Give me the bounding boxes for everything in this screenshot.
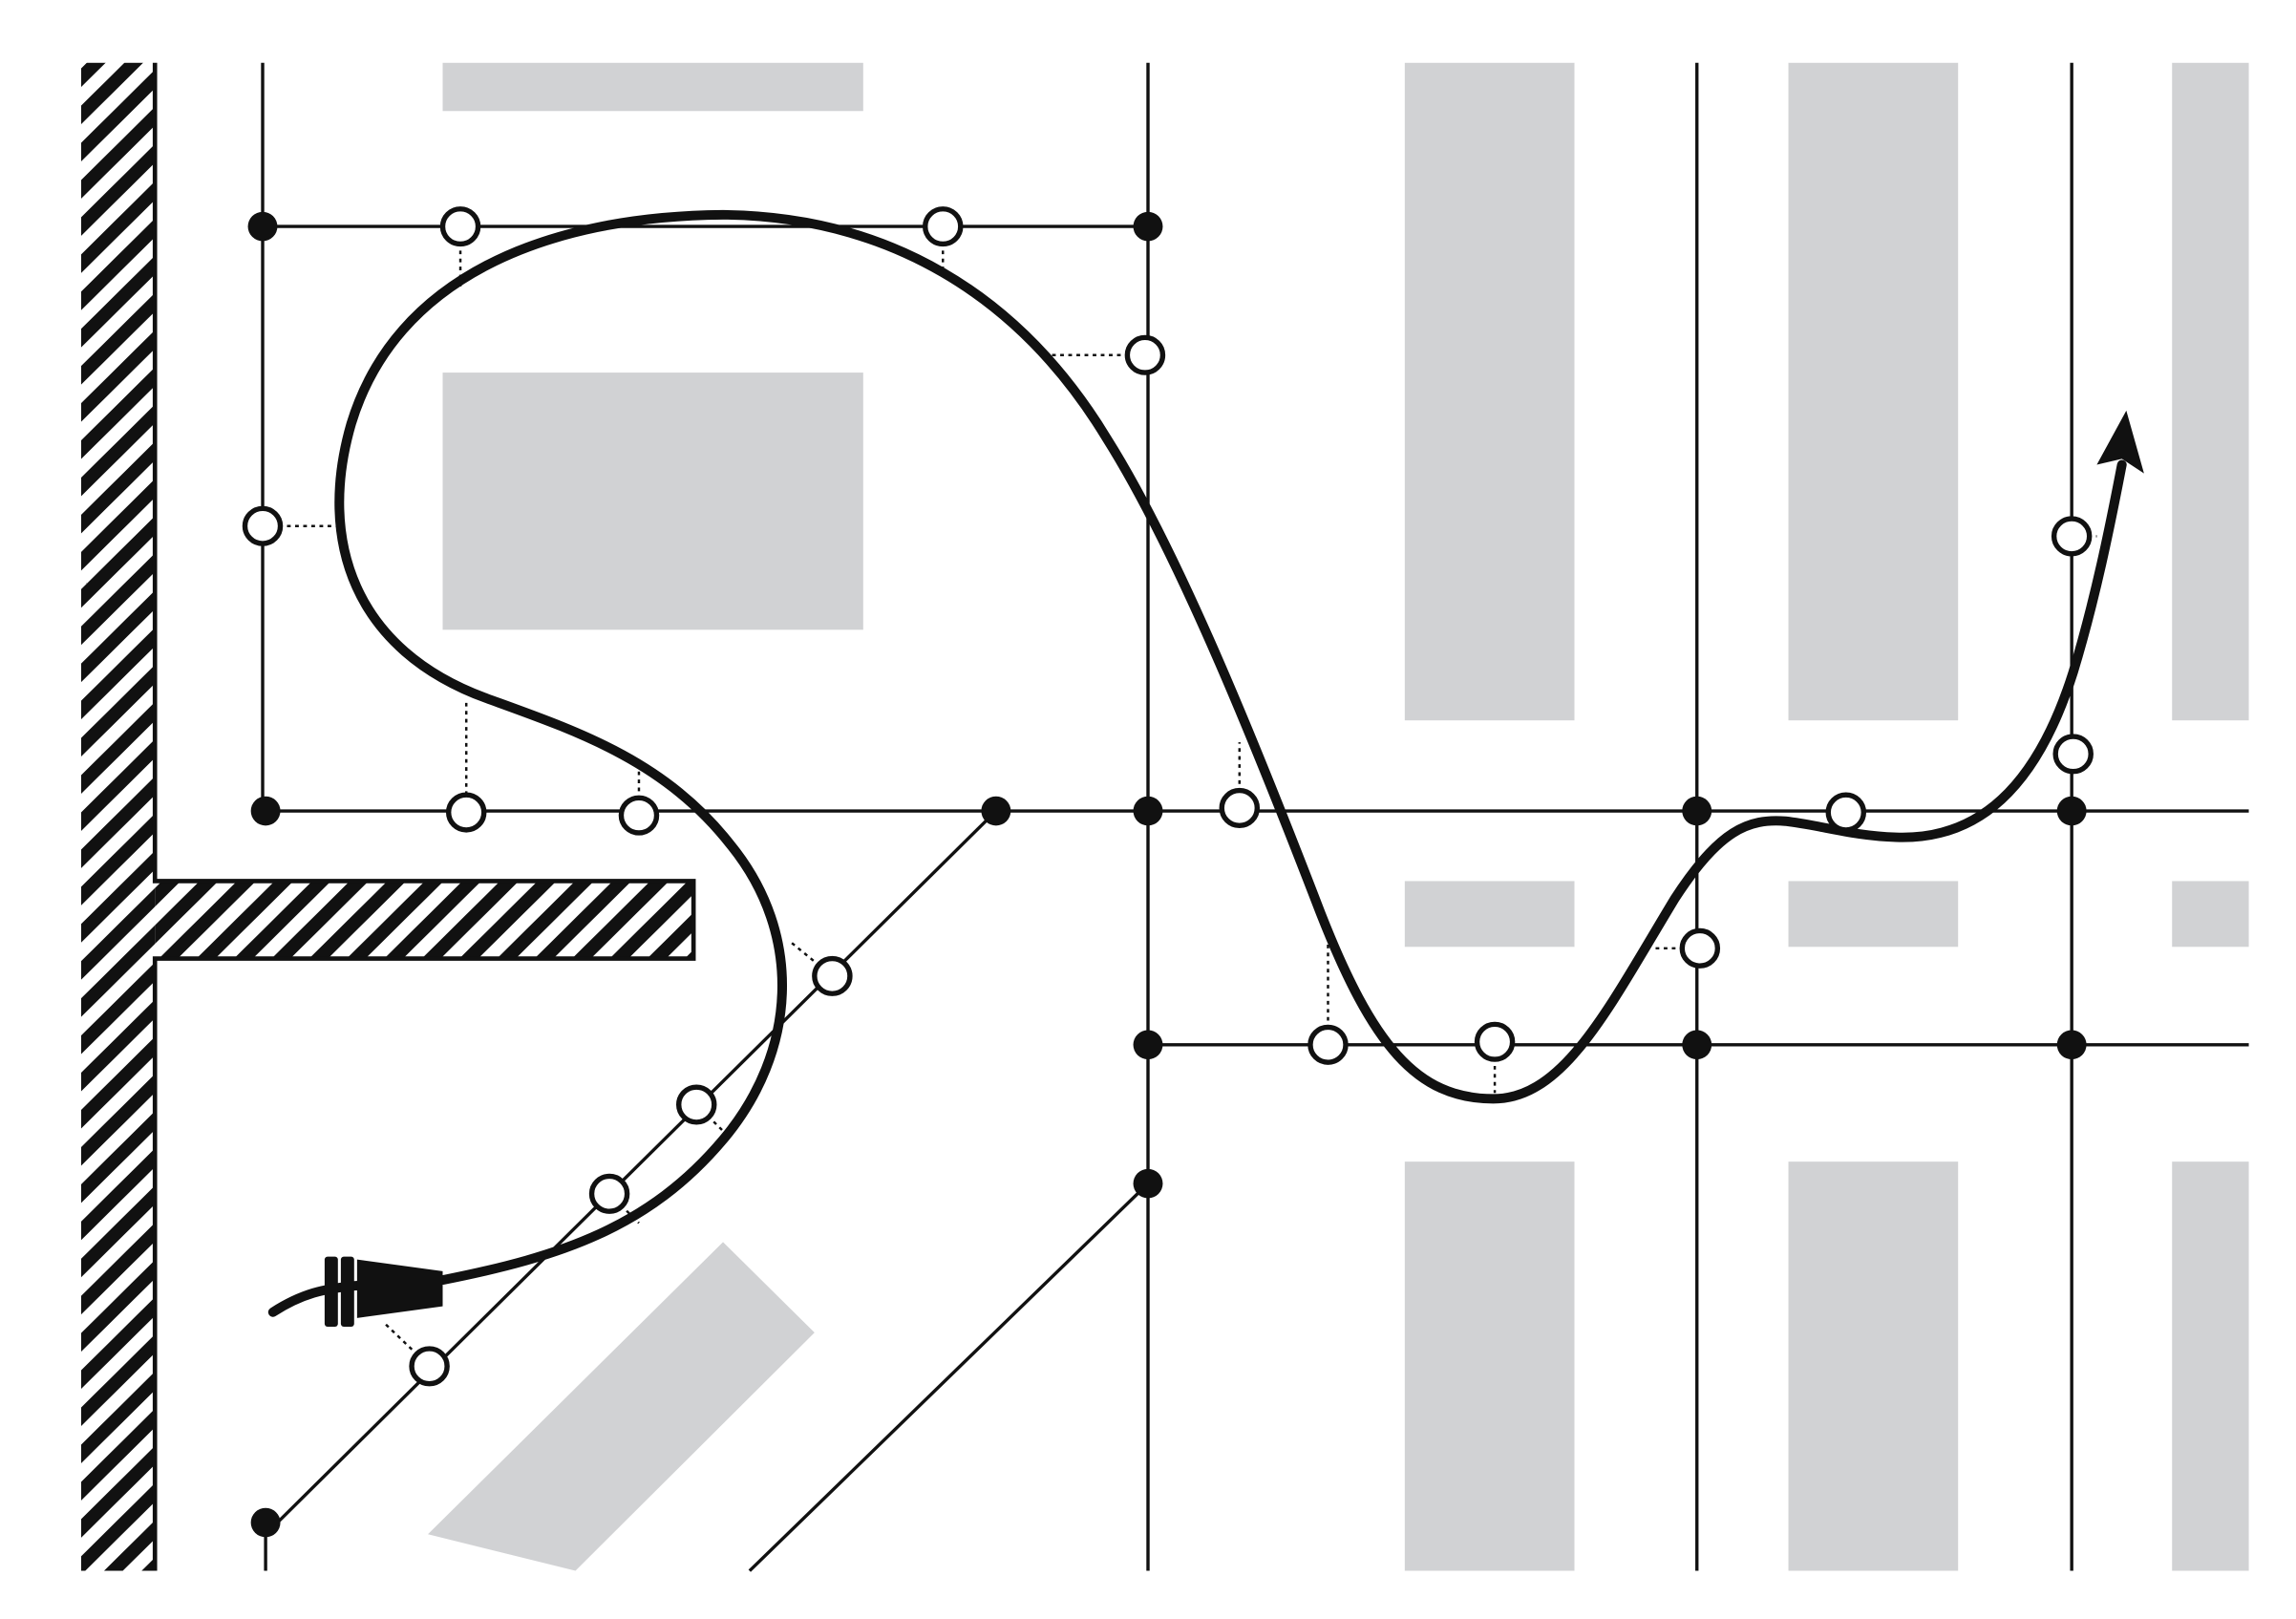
wall-horizontal [155,881,694,959]
road-node [250,1507,281,1538]
waypoint-node [618,795,660,836]
waypoint-node [1825,792,1867,833]
block [1404,1161,1575,1571]
block [1788,881,1959,948]
road-node [1133,1030,1163,1060]
plug-body [356,1259,443,1318]
block-diagonal [428,1242,815,1571]
road-node [2056,1030,2087,1060]
road-node [1133,796,1163,826]
waypoint-node [1124,334,1166,375]
waypoint-node [2051,516,2093,557]
block [1788,62,1959,721]
waypoint-node [445,792,487,833]
waypoint-node [409,1346,450,1387]
waypoint-node [588,1173,630,1214]
block [442,62,863,112]
road-node [1682,796,1712,826]
block [2172,62,2249,721]
road-node [1133,211,1163,242]
path-curve [267,209,2127,1317]
plug-tab [324,1256,338,1328]
road-node [2056,796,2087,826]
waypoint-node [923,206,964,247]
building-blocks [428,62,2249,1571]
waypoint-nodes [242,206,2094,1387]
road-line [748,1182,1150,1572]
waypoint-node [2052,734,2094,775]
planned-path [267,209,2144,1317]
block [442,373,863,630]
waypoint-node [675,1084,717,1125]
road-node [247,211,278,242]
road-node [1682,1030,1712,1060]
waypoint-node [1307,1024,1349,1065]
plug-connector-icon [324,1256,443,1328]
road-nodes [247,211,2087,1538]
waypoint-node [1474,1021,1516,1062]
block [1404,881,1575,948]
waypoint-node [1219,787,1261,829]
wall-vertical [80,62,156,1571]
road-node [1133,1168,1163,1199]
waypoint-node [1679,927,1721,969]
road-line [264,809,998,1536]
block [2172,881,2249,948]
road-node [981,796,1011,826]
block [1404,62,1575,721]
arrow-head-icon [2096,410,2144,474]
block [1788,1161,1959,1571]
block [2172,1161,2249,1571]
road-node [250,796,281,826]
waypoint-node [812,955,853,996]
plug-tab [340,1256,354,1328]
wall-outline [152,62,696,1571]
waypoint-node [242,505,284,546]
waypoint-node [439,206,481,247]
hatched-wall [80,62,696,1571]
